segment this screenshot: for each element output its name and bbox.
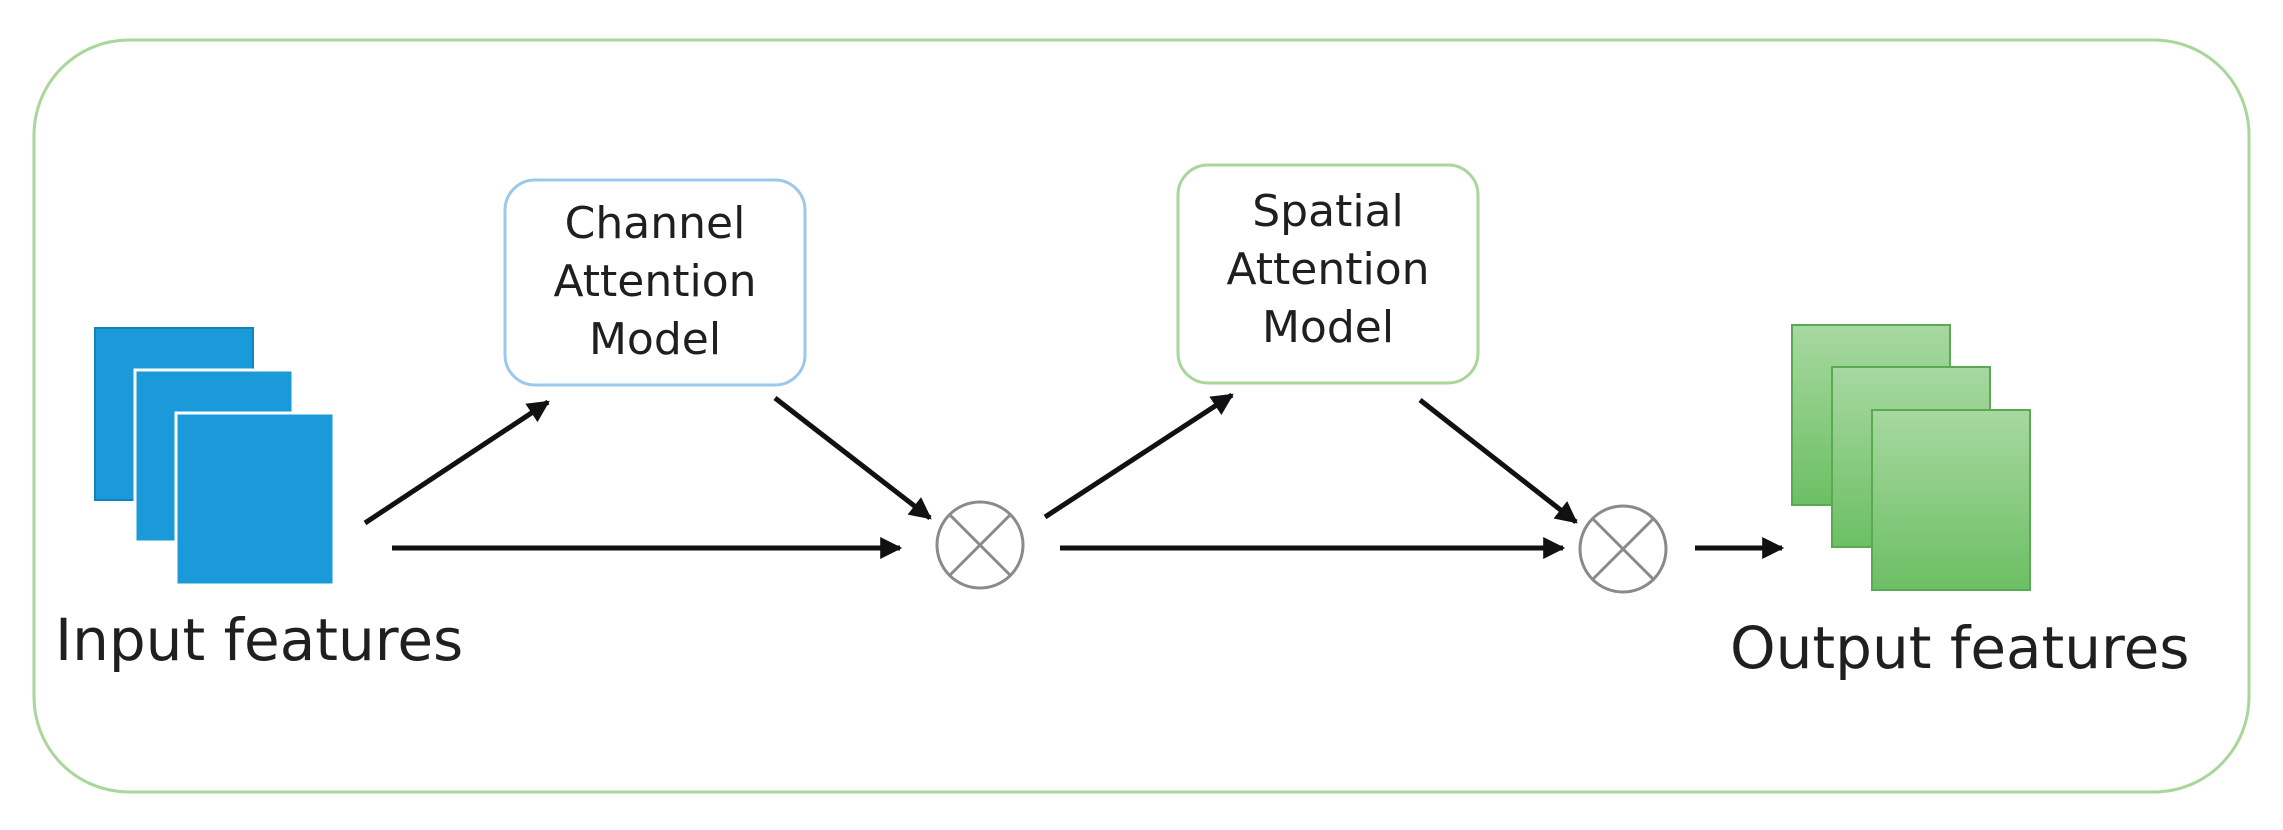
input-features-stack <box>94 327 336 587</box>
spatial-label-line-1: Spatial <box>1252 186 1404 237</box>
input-feature-map-3 <box>174 411 336 587</box>
spatial-attention-label: Spatial Attention Model <box>1178 183 1478 357</box>
multiply-icon-2 <box>1578 504 1668 594</box>
outer-frame <box>32 38 2251 794</box>
channel-label-line-2: Attention <box>553 256 757 307</box>
arrow-input-to-channel <box>363 399 550 526</box>
channel-label-line-3: Model <box>588 314 722 365</box>
output-features-stack <box>1791 324 2031 591</box>
channel-label-line-1: Channel <box>564 198 746 249</box>
spatial-attention-box <box>1176 163 1480 385</box>
input-features-label: Input features <box>55 606 464 674</box>
spatial-label-line-2: Attention <box>1226 244 1430 295</box>
channel-attention-label: Channel Attention Model <box>505 195 805 369</box>
arrow-channel-to-multiply-1 <box>773 396 932 520</box>
spatial-label-line-3: Model <box>1261 302 1395 353</box>
multiply-icon-1 <box>935 500 1025 590</box>
arrow-spatial-to-multiply-2 <box>1418 398 1578 524</box>
output-feature-map-3 <box>1871 409 2031 591</box>
output-features-label: Output features <box>1730 614 2190 682</box>
channel-attention-box <box>503 178 807 387</box>
arrow-multiply-1-to-spatial <box>1043 392 1234 520</box>
